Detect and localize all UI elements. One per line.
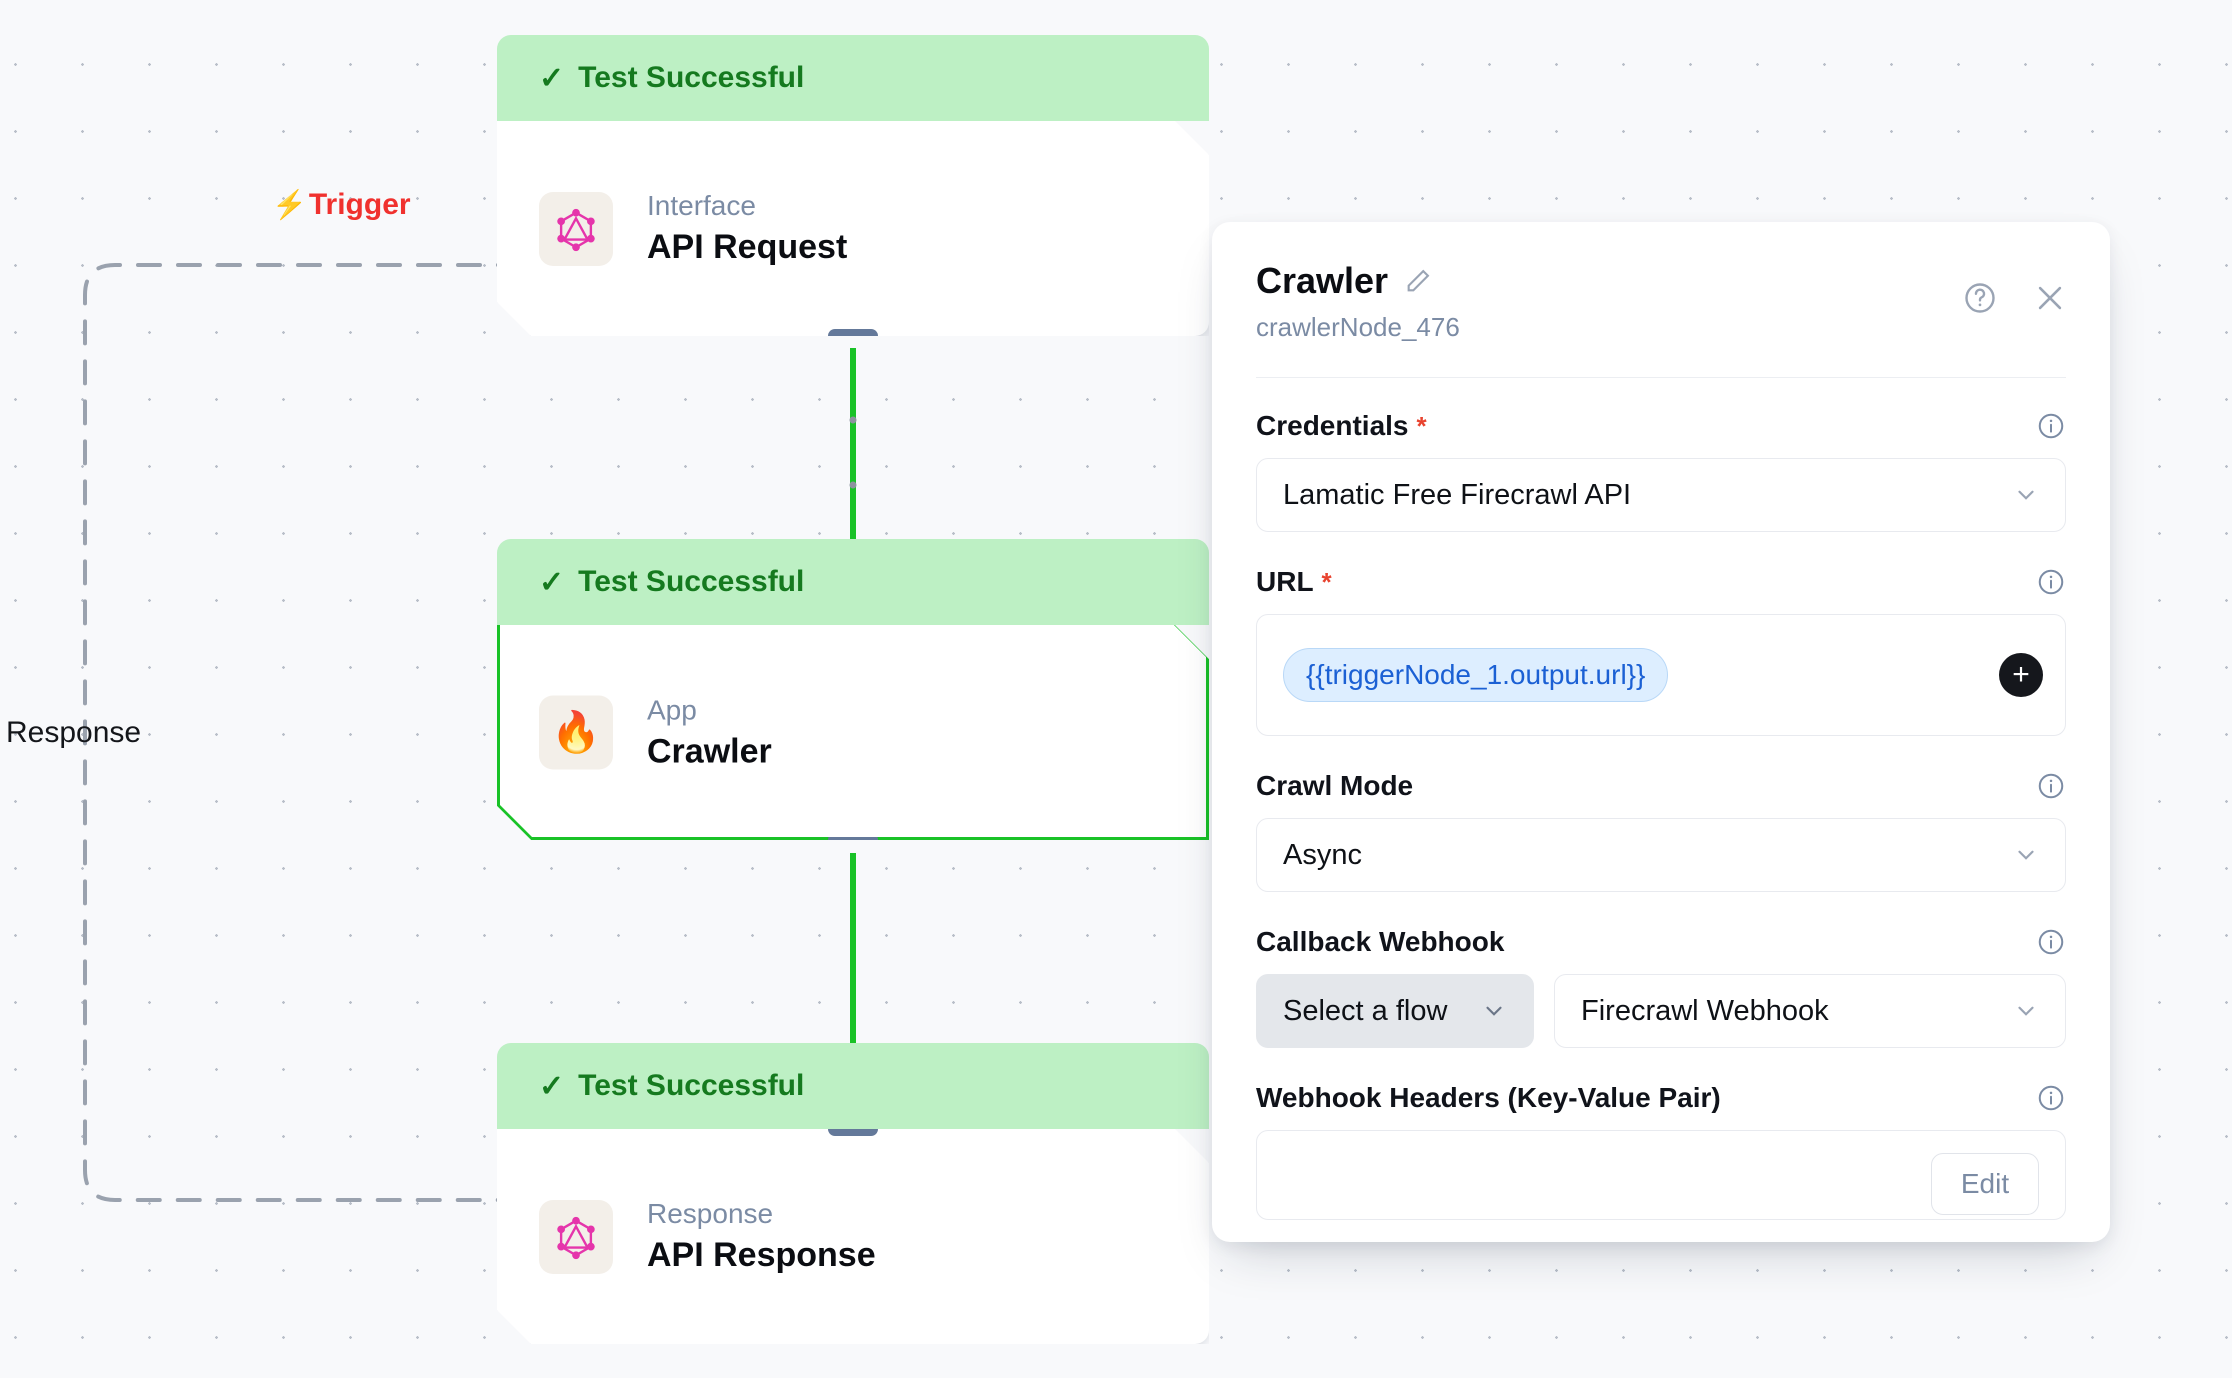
- info-icon[interactable]: [2036, 771, 2066, 801]
- node-status-text: Test Successful: [578, 565, 805, 598]
- flow-select-placeholder: Select a flow: [1283, 994, 1448, 1027]
- panel-body: Credentials * Lamatic Free Firecrawl API: [1212, 378, 2110, 1220]
- info-icon[interactable]: [2036, 411, 2066, 441]
- field-label-text: Callback Webhook: [1256, 926, 1505, 957]
- node-title: Crawler: [647, 732, 772, 770]
- trigger-label-text: Trigger: [308, 188, 411, 221]
- node-status-text: Test Successful: [578, 61, 805, 94]
- check-icon: ✓: [539, 1069, 565, 1103]
- node-api-request[interactable]: ✓ Test Successful: [497, 35, 1209, 336]
- flow-select[interactable]: Select a flow: [1256, 974, 1534, 1048]
- field-callback-webhook: Callback Webhook Select a flow: [1256, 926, 2066, 1048]
- info-icon[interactable]: [2036, 567, 2066, 597]
- node-inner-surface: [500, 625, 1206, 837]
- node-status-banner: ✓ Test Successful: [497, 35, 1209, 121]
- webhook-select[interactable]: Firecrawl Webhook: [1554, 974, 2066, 1048]
- add-variable-button[interactable]: +: [1999, 653, 2043, 697]
- node-kind: App: [647, 694, 697, 725]
- trigger-label: ⚡ Trigger: [272, 188, 411, 222]
- chevron-down-icon: [1486, 1006, 1502, 1016]
- pencil-icon[interactable]: [1404, 267, 1432, 295]
- question-circle-icon[interactable]: [1962, 280, 1998, 316]
- credentials-select[interactable]: Lamatic Free Firecrawl API: [1256, 458, 2066, 532]
- node-card[interactable]: Interface API Request: [497, 121, 1209, 336]
- graphql-icon: [539, 192, 613, 266]
- field-label-text: Crawl Mode: [1256, 770, 1414, 801]
- check-icon: ✓: [539, 565, 565, 599]
- webhook-value: Firecrawl Webhook: [1581, 994, 1829, 1027]
- lightning-bolt-icon: ⚡: [272, 189, 307, 220]
- node-title: API Request: [647, 228, 848, 266]
- node-card[interactable]: Response API Response: [497, 1129, 1209, 1344]
- info-icon[interactable]: [2036, 1083, 2066, 1113]
- crawl-mode-select[interactable]: Async: [1256, 818, 2066, 892]
- chevron-down-icon: [2018, 490, 2034, 500]
- flame-icon: 🔥: [539, 696, 613, 770]
- panel-divider: [1256, 377, 2066, 378]
- node-crawler[interactable]: ✓ Test Successful 🔥 App Crawler: [497, 539, 1209, 840]
- field-label-text: URL: [1256, 566, 1314, 597]
- graphql-icon: [539, 1200, 613, 1274]
- required-asterisk: *: [1321, 567, 1332, 597]
- chevron-down-icon: [2018, 1006, 2034, 1016]
- field-label-text: Webhook Headers (Key-Value Pair): [1256, 1082, 1721, 1113]
- node-status-text: Test Successful: [578, 1069, 805, 1102]
- panel-header: Crawler crawlerNode_476: [1212, 222, 2110, 343]
- node-kind: Response: [647, 1198, 774, 1229]
- node-properties-panel[interactable]: Crawler crawlerNode_476: [1212, 222, 2110, 1242]
- response-label: Response: [6, 716, 142, 749]
- url-token-chip[interactable]: {{triggerNode_1.output.url}}: [1283, 648, 1669, 702]
- url-input[interactable]: {{triggerNode_1.output.url}} +: [1256, 614, 2066, 736]
- field-label-text: Credentials: [1256, 410, 1409, 441]
- check-icon: ✓: [539, 61, 565, 95]
- graphql-icon-svg: [552, 205, 600, 253]
- node-status-banner: ✓ Test Successful: [497, 539, 1209, 625]
- field-webhook-headers: Webhook Headers (Key-Value Pair) Edit: [1256, 1082, 2066, 1220]
- chevron-down-icon: [2018, 850, 2034, 860]
- crawl-mode-value: Async: [1283, 838, 1362, 871]
- credentials-value: Lamatic Free Firecrawl API: [1283, 478, 1632, 511]
- node-title: API Response: [647, 1236, 876, 1274]
- field-crawl-mode: Crawl Mode Async: [1256, 770, 2066, 892]
- node-kind: Interface: [647, 190, 756, 221]
- close-icon[interactable]: [2032, 280, 2068, 316]
- edit-headers-button[interactable]: Edit: [1931, 1153, 2039, 1215]
- info-icon[interactable]: [2036, 927, 2066, 957]
- field-url: URL * {{triggerNode_1.output.url}} +: [1256, 566, 2066, 736]
- node-status-banner: ✓ Test Successful: [497, 1043, 1209, 1129]
- panel-title: Crawler: [1256, 260, 1389, 301]
- flame-glyph: 🔥: [551, 710, 601, 755]
- panel-subtitle: crawlerNode_476: [1256, 312, 1460, 342]
- graphql-icon-svg: [552, 1213, 600, 1261]
- webhook-headers-box[interactable]: Edit: [1256, 1130, 2066, 1220]
- node-api-response[interactable]: ✓ Test Successful: [497, 1043, 1209, 1344]
- required-asterisk: *: [1416, 411, 1427, 441]
- node-card[interactable]: 🔥 App Crawler: [497, 625, 1209, 840]
- field-credentials: Credentials * Lamatic Free Firecrawl API: [1256, 410, 2066, 532]
